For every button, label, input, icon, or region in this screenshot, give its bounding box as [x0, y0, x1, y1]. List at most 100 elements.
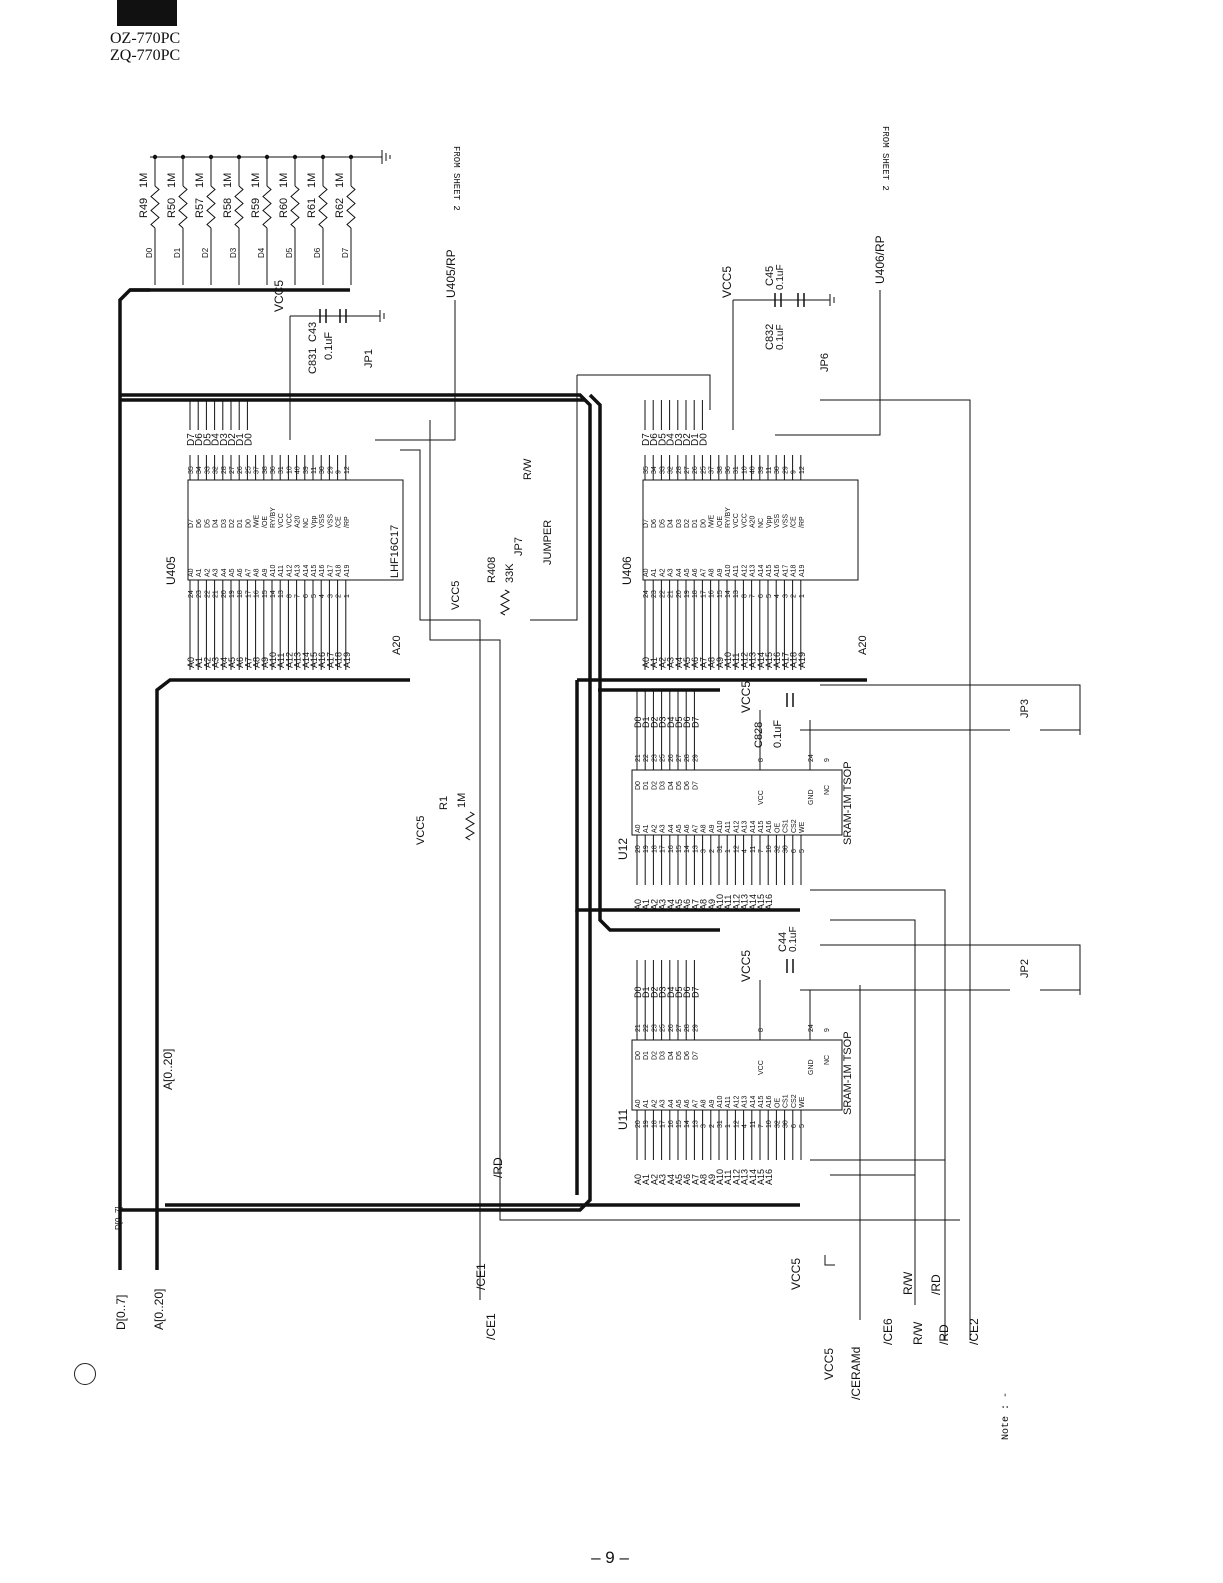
u12-addr-net: A16	[764, 894, 774, 910]
u12-data-net: D7	[690, 716, 700, 728]
u406-addr-net: A11	[731, 653, 741, 668]
u405-left-num: 11	[311, 467, 318, 474]
u405-data-net: D3	[219, 433, 230, 446]
resistor-value: 1M	[222, 173, 234, 188]
u12-nc-num: 9	[824, 758, 831, 762]
d-bus-line	[118, 288, 150, 1270]
u406-data-net: D2	[682, 433, 693, 446]
u405-left-num: 38	[262, 466, 269, 474]
u12-a-pin: A14	[750, 820, 757, 833]
u11-addr-net: A2	[649, 1174, 659, 1185]
u405-left-num: 26	[237, 466, 244, 474]
r408-label: R408	[486, 557, 498, 583]
u405-right-pin: A18	[336, 564, 343, 577]
resistor-value: 1M	[334, 173, 346, 188]
u12-addr-net: A15	[756, 894, 766, 910]
u405-left-num: 12	[344, 466, 351, 474]
u406-left-pin: /WE	[709, 514, 716, 528]
u405-left-pin: /CE	[336, 516, 343, 528]
u406-right-pin: A18	[791, 564, 798, 577]
u11-a-num: 31	[717, 1120, 724, 1128]
u11-a-num: 6	[791, 1124, 798, 1128]
u405-left-num: 37	[254, 466, 261, 474]
u11-data-net: D0	[633, 986, 643, 998]
u405-a20: A20	[391, 635, 403, 655]
u11-a-pin: CS2	[791, 1094, 798, 1108]
u405-right-num: 23	[196, 590, 203, 598]
u405-data-net: D2	[227, 433, 238, 446]
u405-left-pin: VSS	[319, 514, 326, 528]
u11-a-pin: A7	[692, 1099, 699, 1108]
u405-left-num: 32	[213, 466, 220, 474]
u405-addr-net: A11	[276, 653, 286, 668]
u405-right-num: 13	[278, 590, 285, 598]
u405-right-pin: A16	[319, 564, 326, 577]
u405-data-net: D4	[211, 433, 222, 446]
u405-right-num: 19	[229, 590, 236, 598]
from-sheet-label-1: FROM SHEET 2	[451, 146, 461, 211]
u405-right-num: 15	[262, 590, 269, 598]
u11-a-num: 2	[709, 1124, 716, 1128]
r408-symbol	[499, 589, 511, 616]
u406-right-pin: A9	[717, 568, 724, 577]
u12-addr-net: A10	[715, 894, 725, 910]
u405-left-pin: D5	[204, 519, 211, 528]
resistor-r59	[262, 185, 272, 229]
u406-rp-label: U406/RP	[873, 235, 887, 284]
u406-right-num: 14	[725, 590, 732, 598]
u406-right-num: 19	[684, 590, 691, 598]
u405-left-num: 33	[204, 466, 211, 474]
page-number: – 9 –	[591, 1548, 629, 1567]
u11-addr-net: A0	[633, 1174, 643, 1185]
u405-right-pin: A14	[303, 564, 310, 577]
u12-d-pin: D0	[635, 781, 642, 790]
u405-right-pin: A0	[188, 568, 195, 577]
u405-right-pin: A3	[213, 568, 220, 577]
ce6-port: /CE6	[881, 1318, 895, 1345]
u11-a-pin: A5	[676, 1099, 683, 1108]
u11-d-num: 23	[651, 1024, 658, 1032]
u12-a-num: 19	[643, 845, 650, 853]
u11-a-pin: WE	[799, 1096, 806, 1108]
rw-label: R/W	[901, 1271, 915, 1295]
u12-addr-net: A11	[723, 895, 733, 910]
u406-right-pin: A14	[758, 564, 765, 577]
u11-d-num: 21	[635, 1024, 642, 1032]
u406-left-num: 33	[659, 466, 666, 474]
u12-d-num: 22	[643, 754, 650, 762]
u12-a-pin: WE	[799, 821, 806, 833]
u11-addr-net: A9	[707, 1174, 717, 1185]
u406-addr-net: A4	[674, 657, 684, 668]
u406-right-pin: A12	[741, 564, 748, 577]
u11-a-num: 5	[799, 1124, 806, 1128]
u12-a-num: 1	[725, 849, 732, 853]
u405-right-num: 18	[237, 590, 244, 598]
u406-right-num: 8	[741, 594, 748, 598]
u405-right-pin: A5	[229, 568, 236, 577]
ce1-label: /CE1	[474, 1263, 488, 1290]
u405-right-pin: A7	[245, 568, 252, 577]
u406-right-pin: A4	[676, 568, 683, 577]
c832-label: C832	[764, 324, 776, 350]
u406-left-pin: VCC	[741, 513, 748, 528]
ce1-port: /CE1	[484, 1313, 498, 1340]
u12-a-num: 31	[717, 845, 724, 853]
u11-a-pin: A12	[733, 1095, 740, 1108]
u11-a-num: 14	[684, 1120, 691, 1128]
u12-a-pin: A11	[725, 821, 732, 833]
u12-vcc-pin: VCC	[758, 790, 765, 805]
u405-right-pin: A6	[237, 568, 244, 577]
resistor-net: D7	[341, 247, 350, 258]
model-line-1: OZ-770PC	[110, 30, 181, 47]
u406-addr-net: A5	[682, 657, 692, 668]
r1-symbol	[465, 811, 475, 841]
u406-right-num: 15	[717, 590, 724, 598]
u405-left-pin: RY/BY	[270, 507, 277, 528]
u406-addr-net: A18	[789, 652, 799, 668]
u405-right-pin: A13	[295, 564, 302, 577]
u406-addr-net: A13	[748, 652, 758, 668]
u11-a-num: 30	[783, 1120, 790, 1128]
c828-vcc: VCC5	[739, 681, 753, 713]
c44-value: 0.1uF	[788, 926, 799, 952]
u405-left-num: 27	[229, 466, 236, 474]
